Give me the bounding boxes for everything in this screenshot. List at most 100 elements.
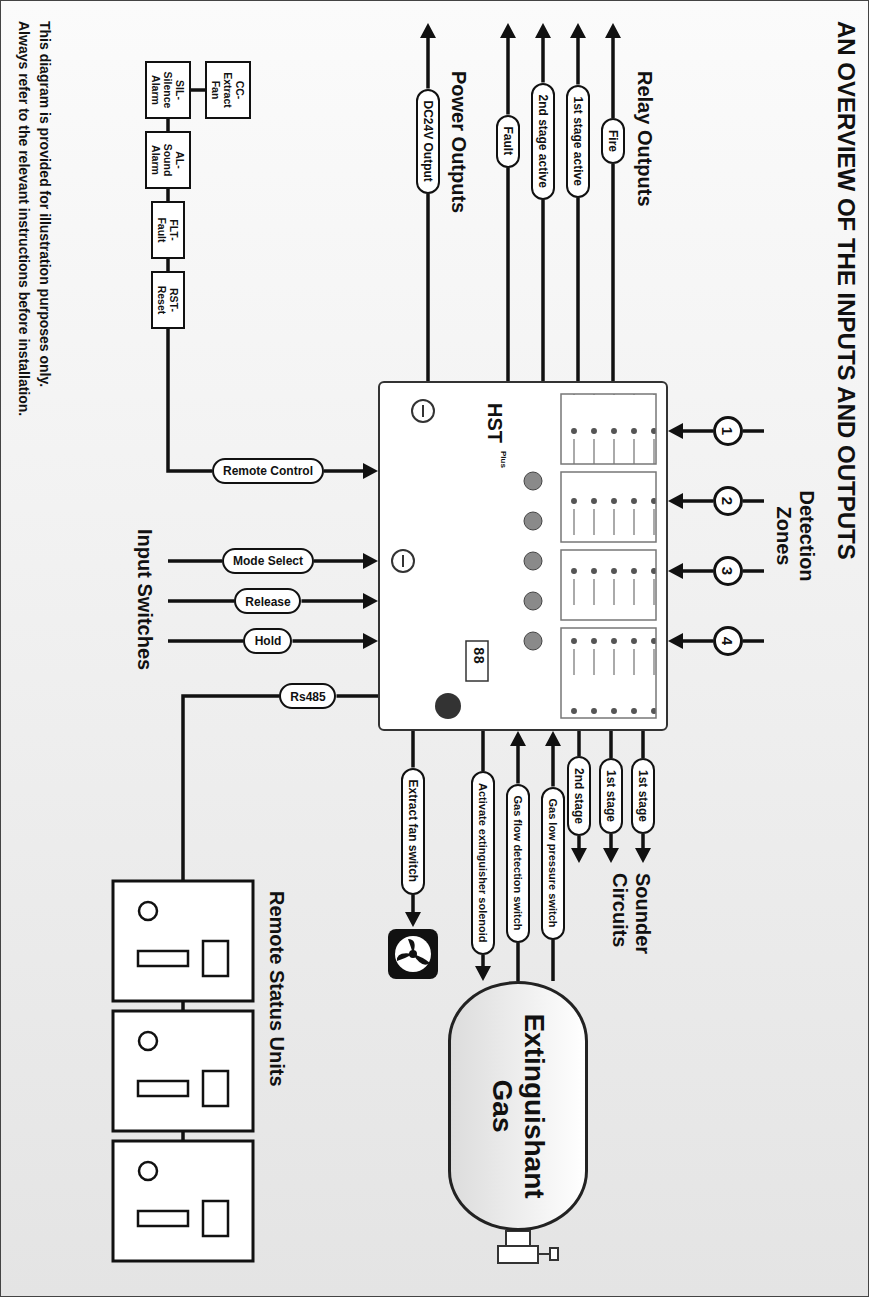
gas-valve: [550, 1248, 558, 1260]
signal-pill: Activate extinguisher solenoid: [471, 771, 495, 955]
connector-line: [678, 569, 713, 573]
node-text: FLT- Fault: [156, 206, 180, 254]
remote-status-unit: [139, 1162, 157, 1180]
connector-line: [516, 943, 520, 982]
remote-status-unit: [138, 951, 188, 966]
control-panel-face: [378, 381, 668, 731]
control-panel-face: [524, 632, 542, 650]
node-text: 2nd stage active: [536, 95, 550, 188]
connector-line: [611, 164, 615, 381]
control-panel-face: [422, 405, 424, 417]
control-panel-face: [561, 394, 656, 464]
connector-line: [551, 940, 555, 982]
connector-line: [293, 639, 369, 643]
text-label: Relay Outputs: [633, 71, 656, 207]
signal-pill: 1st stage: [599, 758, 623, 834]
lead-line: [183, 696, 280, 881]
node-text: Activate extinguisher solenoid: [477, 783, 489, 943]
node-text: DC24V Output: [421, 101, 435, 182]
connector: [668, 633, 713, 649]
lead-line: [743, 431, 764, 432]
text-label: Remote Status Units: [265, 891, 288, 1087]
gas-valve: [506, 1231, 530, 1246]
control-panel-face: [392, 550, 414, 572]
lead-line: [576, 33, 580, 85]
connector: [314, 553, 378, 569]
node-text: Plus: [499, 451, 508, 468]
connector-line: [541, 200, 545, 382]
node-text: 2: [720, 497, 737, 505]
node-text: 1st stage: [636, 770, 650, 822]
lead-line: [743, 571, 764, 572]
control-panel-face: [524, 512, 542, 530]
lead-line: [743, 429, 764, 433]
control-panel-face: [435, 693, 461, 719]
lead-line: [743, 501, 764, 502]
connector-line: [551, 741, 555, 787]
node-text: SIL- Silence Alarm: [150, 66, 186, 114]
text-label: Always refer to the relevant instruction…: [15, 21, 32, 416]
control-panel-face: [524, 472, 542, 490]
lead-line: [570, 23, 586, 85]
connector: [191, 90, 205, 91]
remote-button-box: SIL- Silence Alarm: [145, 61, 191, 119]
connector: [428, 194, 429, 382]
connector-line: [516, 741, 520, 784]
lead-line: [571, 836, 587, 863]
arrow-head: [571, 848, 587, 863]
control-panel: HST Plus: [378, 381, 668, 731]
connector-line: [576, 198, 580, 382]
connector-line: [191, 88, 205, 92]
arrow-head: [420, 23, 436, 38]
connector: [293, 633, 379, 649]
lead-line: [168, 599, 235, 603]
connector-line: [641, 731, 645, 758]
signal-pill: 2nd stage: [567, 756, 591, 836]
lead-line: [603, 834, 619, 863]
connector-line: [337, 694, 379, 698]
control-panel-face: [561, 472, 656, 542]
lead-line: [743, 641, 764, 642]
node-text: HST: [483, 403, 506, 443]
signal-pill: Fire: [601, 118, 625, 164]
control-panel-face: [561, 628, 656, 718]
connector: [543, 200, 544, 382]
arrow-head: [475, 966, 491, 981]
node-text: CC- Extract Fan: [210, 66, 246, 114]
remote-status-unit: [113, 881, 253, 1001]
zone-circle: 1: [713, 416, 743, 446]
connector-line: [411, 731, 415, 768]
signal-pill: Gas low pressure switch: [541, 787, 565, 940]
node-text: Extract fan switch: [406, 780, 420, 883]
connector-line: [302, 599, 369, 603]
lead-line: [168, 561, 222, 562]
lead-line: [426, 33, 430, 89]
gas-cylinder: Extinguishant Gas: [448, 981, 588, 1231]
node-text: Hold: [255, 634, 282, 648]
remote-status-unit: [203, 1071, 228, 1106]
lead-line: [506, 33, 510, 115]
text-label: Detection Zones: [772, 481, 818, 591]
remote-status-unit: [139, 1032, 157, 1050]
remote-status-unit: [113, 1011, 253, 1131]
lead-line: [635, 834, 651, 863]
signal-pill: 1st stage active: [566, 85, 590, 198]
lead-line: [420, 23, 436, 89]
arrow-head: [405, 912, 421, 927]
node-text: AL- Sound Alarm: [150, 136, 186, 184]
remote-status-unit: [113, 1141, 253, 1261]
connector-line: [166, 259, 170, 271]
control-panel-face: [524, 552, 542, 570]
control-panel-face: [466, 641, 488, 681]
connector: [668, 563, 713, 579]
extract-fan-icon: [388, 929, 438, 979]
control-panel-face: [402, 555, 404, 567]
connector: [553, 940, 554, 982]
connector: [483, 731, 484, 771]
arrow-head: [363, 463, 378, 479]
signal-pill: Fault: [496, 115, 520, 168]
remote-status-unit: [138, 1211, 188, 1226]
connector-line: [678, 429, 713, 433]
text-label: 88: [469, 647, 486, 664]
signal-pill: Mode Select: [222, 548, 314, 574]
